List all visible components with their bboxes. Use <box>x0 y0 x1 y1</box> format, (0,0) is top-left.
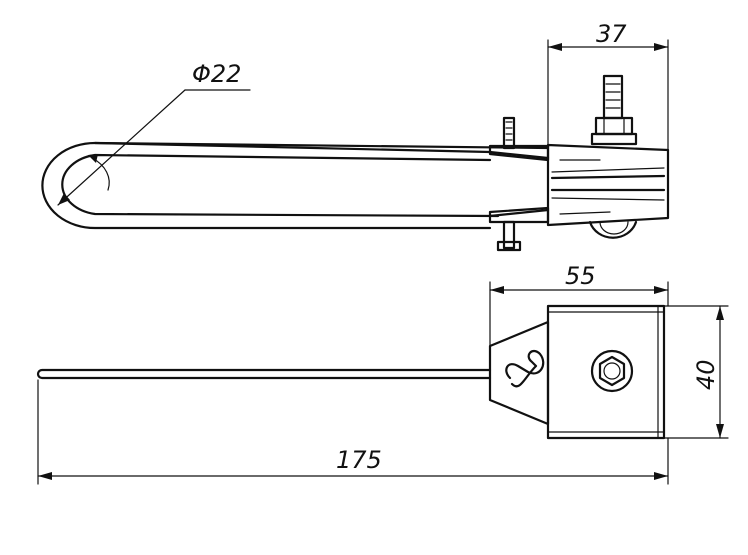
top-width-label: 37 <box>596 20 627 48</box>
diameter-arc <box>91 157 110 191</box>
wedge-line-2 <box>551 197 665 201</box>
wire-loop-inner <box>61 153 500 218</box>
wedge-split-top <box>550 174 666 180</box>
dimension-40: 40 <box>663 305 729 439</box>
wedge-line-4 <box>559 211 611 215</box>
wire-bottom-arm <box>488 208 550 218</box>
diameter-leader <box>57 89 186 206</box>
total-length-label: 175 <box>336 446 382 474</box>
wire-loop-outer <box>41 141 550 230</box>
head-width-label: 55 <box>565 262 596 290</box>
rod <box>36 368 492 380</box>
plan-bracket <box>488 320 550 426</box>
diameter-dimension: Φ22 <box>57 60 251 206</box>
dimension-55: 55 <box>489 262 669 347</box>
roller <box>588 220 638 239</box>
side-screw <box>496 116 522 252</box>
top-bolt <box>590 74 638 146</box>
s-hook <box>505 349 545 388</box>
diameter-label: Φ22 <box>192 60 241 88</box>
clamp-body <box>546 143 670 227</box>
dimension-37: 37 <box>547 20 669 151</box>
side-view: Φ22 37 <box>41 20 670 252</box>
wedge-line-1 <box>551 167 665 173</box>
plan-nut <box>590 349 634 393</box>
roller-inner <box>599 221 629 235</box>
plan-view: 55 40 175 <box>36 262 729 485</box>
dimension-175: 175 <box>37 379 669 485</box>
plan-head <box>546 304 666 440</box>
head-height-label: 40 <box>692 359 720 390</box>
